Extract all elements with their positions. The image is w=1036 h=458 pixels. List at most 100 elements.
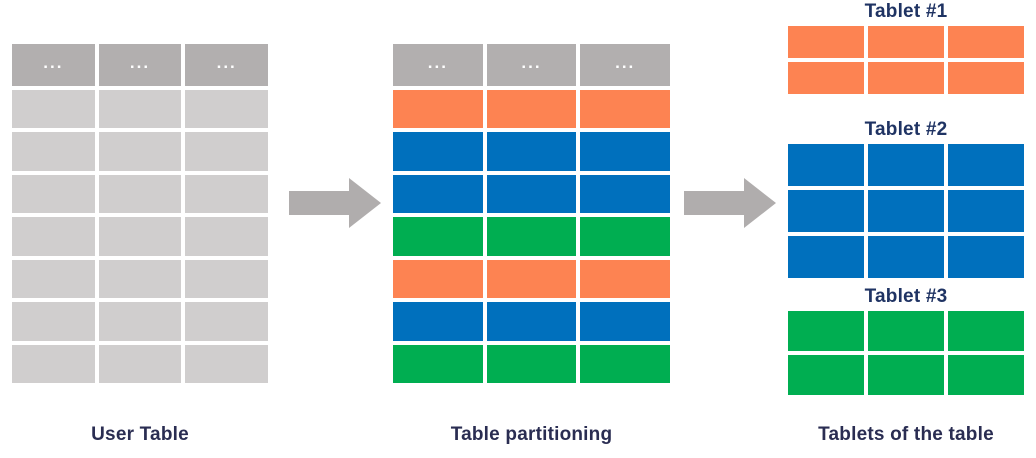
table-cell [12, 90, 95, 129]
table-cell [12, 344, 95, 383]
table-cell [788, 144, 864, 186]
table-cell [788, 236, 864, 278]
table-cell [393, 344, 483, 383]
table-cell [580, 302, 671, 341]
tablet-3: Tablet #3 [788, 287, 1024, 395]
tablet-2: Tablet #2 [788, 120, 1024, 278]
table-row [12, 90, 269, 129]
table-cell [98, 259, 182, 299]
table-cell [393, 90, 483, 129]
table-cell [868, 236, 944, 278]
table-cell [393, 302, 483, 341]
table-cell [580, 259, 671, 299]
user-table-header-cell: ... [12, 44, 95, 86]
table-cell [12, 259, 95, 299]
table-row-partition-blue [393, 174, 671, 214]
table-cell [486, 217, 577, 256]
table-cell [98, 132, 182, 171]
ellipsis-icon: ... [129, 52, 151, 72]
table-cell [486, 132, 577, 171]
table-row-partition-green [393, 344, 671, 383]
table-cell [393, 174, 483, 214]
ellipsis-icon: ... [43, 52, 64, 72]
table-cell [788, 190, 864, 232]
table-cell [580, 344, 671, 383]
table-cell [486, 259, 577, 299]
partition-table-header-cell: ... [486, 44, 577, 86]
table-cell [948, 144, 1024, 186]
table-row-partition-orange [393, 90, 671, 129]
table-cell [948, 236, 1024, 278]
table-cell [12, 174, 95, 214]
table-cell [948, 311, 1024, 351]
user-table: ... ... ... [12, 44, 269, 383]
table-cell [185, 302, 269, 341]
table-cell [788, 62, 864, 94]
user-table-header-row: ... ... ... [12, 44, 269, 86]
table-cell [12, 132, 95, 171]
table-cell [12, 302, 95, 341]
table-cell [868, 26, 944, 58]
table-cell [486, 302, 577, 341]
table-cell [788, 26, 864, 58]
tablet-3-grid [788, 311, 1024, 395]
caption-user-table: User Table [91, 424, 189, 445]
table-cell [788, 355, 864, 395]
table-cell [98, 302, 182, 341]
caption-table-partitioning: Table partitioning [450, 424, 613, 445]
table-cell [185, 132, 269, 171]
table-cell [868, 190, 944, 232]
table-row [12, 259, 269, 299]
table-row [12, 302, 269, 341]
table-cell [868, 144, 944, 186]
partition-table-header-cell: ... [580, 44, 671, 86]
table-cell [868, 355, 944, 395]
table-cell [580, 217, 671, 256]
table-cell [185, 344, 269, 383]
table-cell [580, 90, 671, 129]
arrow-right-icon [289, 178, 381, 228]
table-cell [185, 90, 269, 129]
ellipsis-icon: ... [615, 52, 636, 72]
tablet-1-grid [788, 26, 1024, 94]
arrow-right-icon [684, 178, 776, 228]
table-cell [948, 26, 1024, 58]
ellipsis-icon: ... [216, 52, 237, 72]
tablet-2-grid [788, 144, 1024, 278]
table-cell [98, 90, 182, 129]
table-row-partition-blue [393, 302, 671, 341]
ellipsis-icon: ... [427, 52, 448, 72]
caption-tablets-of-the-table: Tablets of the table [818, 424, 994, 445]
tablet-3-title: Tablet #3 [864, 286, 948, 307]
user-table-header-cell: ... [185, 44, 269, 86]
table-row [12, 344, 269, 383]
table-row [12, 217, 269, 256]
tablet-1: Tablet #1 [788, 2, 1024, 94]
table-cell [98, 174, 182, 214]
partition-table-header-cell: ... [393, 44, 483, 86]
table-cell [98, 217, 182, 256]
table-row [788, 190, 1024, 232]
ellipsis-icon: ... [521, 52, 542, 72]
tablet-1-title: Tablet #1 [864, 1, 948, 22]
tablet-2-title: Tablet #2 [864, 119, 948, 140]
table-row-partition-green [393, 217, 671, 256]
table-cell [12, 217, 95, 256]
table-cell [486, 174, 577, 214]
table-row [788, 311, 1024, 351]
table-cell [393, 259, 483, 299]
table-cell [185, 217, 269, 256]
table-cell [393, 132, 483, 171]
table-cell [185, 174, 269, 214]
table-cell [948, 62, 1024, 94]
table-row [788, 26, 1024, 58]
table-cell [948, 355, 1024, 395]
table-cell [486, 90, 577, 129]
table-cell [486, 344, 577, 383]
table-row [788, 355, 1024, 395]
table-row-partition-orange [393, 259, 671, 299]
table-cell [580, 132, 671, 171]
table-cell [580, 174, 671, 214]
table-cell [788, 311, 864, 351]
